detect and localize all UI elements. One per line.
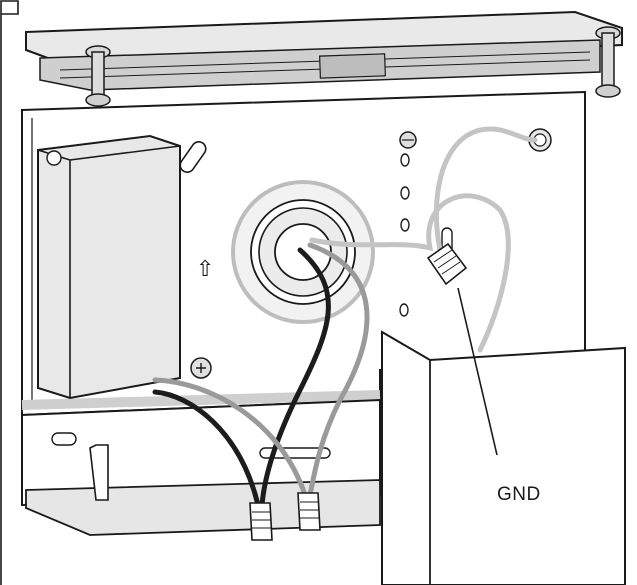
driver-box — [37, 134, 181, 400]
cover-screw-left — [85, 45, 111, 107]
wire-nut-gray — [297, 492, 321, 531]
cover-screw-right — [595, 26, 621, 98]
wire-nut-black — [249, 502, 273, 541]
wire-ground-loop — [309, 193, 511, 353]
gnd-leader-line — [457, 287, 498, 456]
wire-nut-ground — [426, 242, 468, 286]
bottom-bracket — [21, 398, 381, 536]
wire-gray-driver — [152, 377, 308, 498]
wire-gray-main — [307, 242, 370, 498]
plate-screw-top-right — [399, 131, 417, 149]
figure-frame — [0, 0, 19, 585]
wire-ground-to-terminal — [433, 126, 538, 253]
wire-bundle — [152, 126, 538, 508]
mounting-holes — [179, 141, 453, 317]
ground-terminal-screw — [528, 128, 552, 152]
up-arrow-marker: ⇧ — [196, 257, 214, 282]
wire-black-driver — [152, 389, 261, 508]
top-cover-plate — [25, 10, 623, 91]
front-panel — [381, 330, 626, 585]
plate-screw-lower — [190, 357, 212, 379]
gnd-label: GND — [497, 484, 541, 505]
wire-black-main — [259, 247, 331, 508]
